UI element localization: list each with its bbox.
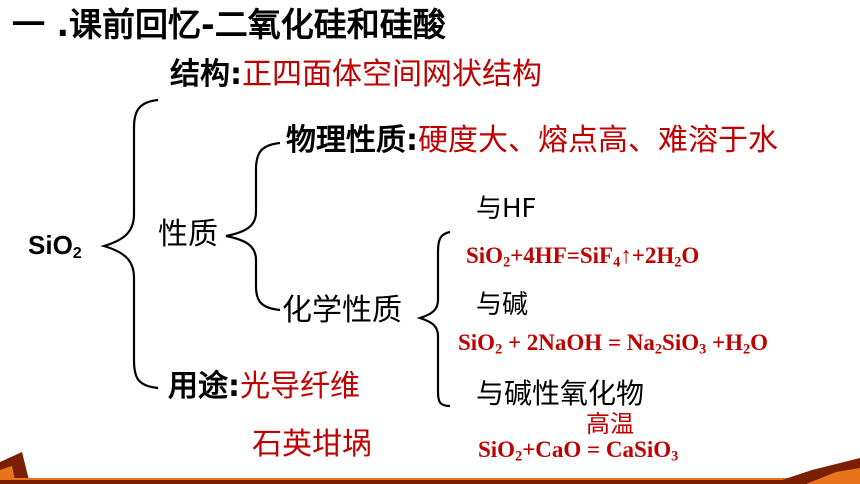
reaction-basic-oxide-title: 与碱性氧化物 xyxy=(476,377,645,410)
structure-label: 结构: xyxy=(170,57,242,92)
structure-value: 正四面体空间网状结构 xyxy=(242,57,542,92)
uses-label: 用途: xyxy=(168,369,240,404)
structure-row: 结构:正四面体空间网状结构 xyxy=(170,60,542,90)
main-brace xyxy=(100,98,159,390)
root-formula: SiO2 xyxy=(28,230,82,263)
property-brace xyxy=(225,141,281,312)
reaction-hf-equation: SiO2+4HF=SiF4↑+2H2O xyxy=(466,243,700,271)
uses-row: 用途:光导纤维 xyxy=(168,372,360,402)
reaction-basic-oxide-equation: SiO2+CaO = CaSiO3 xyxy=(478,437,679,465)
physical-row: 物理性质:硬度大、熔点高、难溶于水 xyxy=(286,126,778,156)
reaction-hf-title: 与HF xyxy=(476,194,537,224)
reaction-base-title: 与碱 xyxy=(476,290,529,320)
uses-value-1: 光导纤维 xyxy=(240,369,360,404)
page-title: 一 .课前回忆-二氧化硅和硅酸 xyxy=(12,5,446,44)
uses-value-2: 石英坩埚 xyxy=(252,427,372,462)
chemical-brace xyxy=(416,230,451,408)
physical-label: 物理性质: xyxy=(286,123,418,158)
properties-label: 性质 xyxy=(158,217,218,252)
chemical-label: 化学性质 xyxy=(282,293,402,328)
reaction-base-equation: SiO2 + 2NaOH = Na2SiO3 +H2O xyxy=(458,330,769,358)
physical-value: 硬度大、熔点高、难溶于水 xyxy=(418,123,778,158)
reaction-condition: 高温 xyxy=(586,410,634,438)
